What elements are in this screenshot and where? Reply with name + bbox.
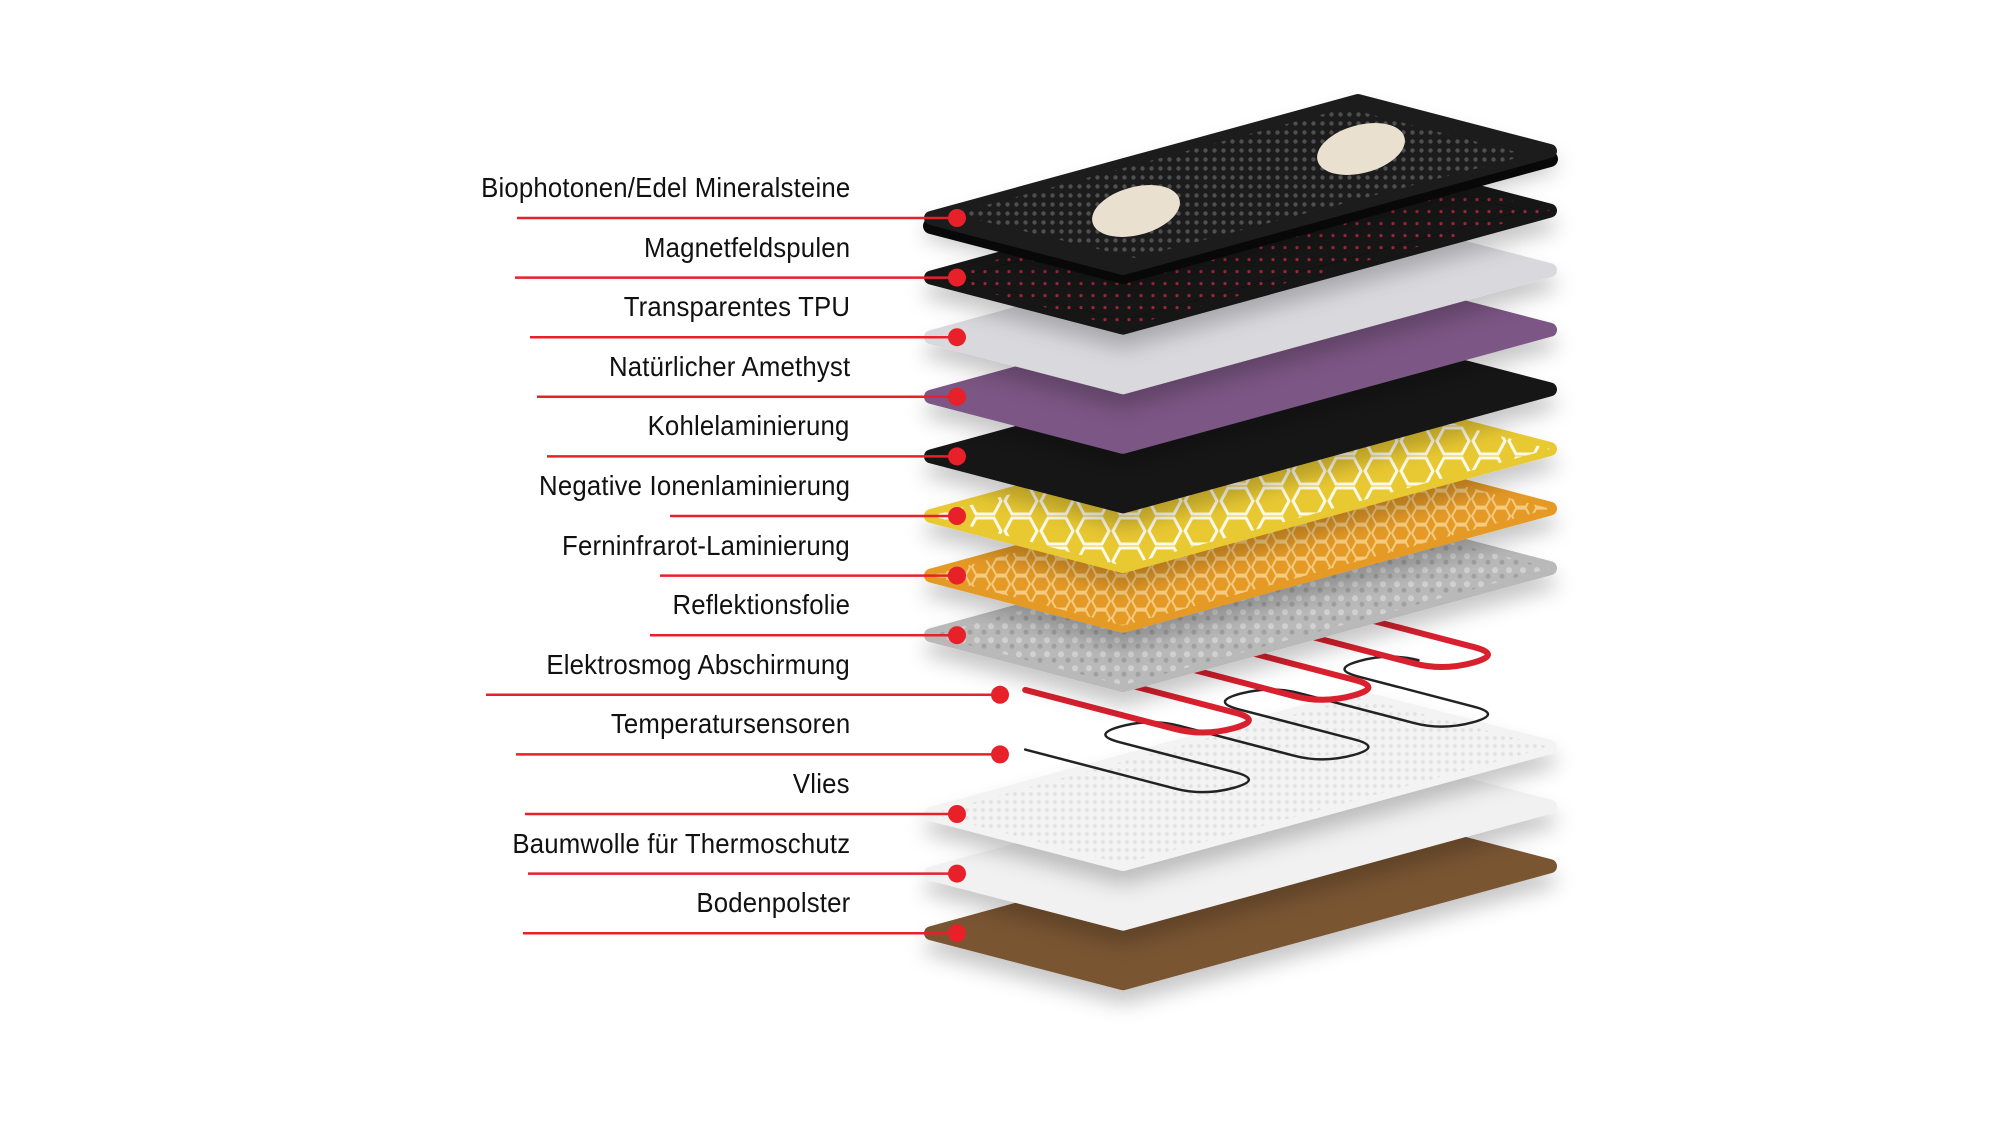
leader-dot xyxy=(991,745,1009,764)
layer-label: Ferninfrarot-Laminierung xyxy=(562,529,850,561)
leader-dot xyxy=(948,268,966,287)
mineral-cluster xyxy=(1092,185,1180,237)
layer-9 xyxy=(1025,651,1562,796)
layer-texture xyxy=(931,458,1550,626)
layer-0 xyxy=(923,94,1558,284)
layer-texture xyxy=(931,697,1550,864)
layer-texture xyxy=(931,399,1550,566)
leader-dot xyxy=(948,864,966,883)
layer-label: Elektrosmog Abschirmung xyxy=(546,648,850,680)
leader-dot xyxy=(948,626,966,645)
leader-dot xyxy=(948,328,966,347)
mineral-cluster xyxy=(1317,123,1405,175)
layer-8 xyxy=(1025,592,1562,737)
layer-label: Biophotonen/Edel Mineralsteine xyxy=(480,172,850,203)
leader-dot xyxy=(948,924,966,943)
layer-label: Temperatursensoren xyxy=(610,708,850,740)
leader-dot xyxy=(948,209,966,227)
leader-dot xyxy=(948,566,966,585)
layer-label: Transparentes TPU xyxy=(623,291,850,323)
layer-label: Negative Ionenlaminierung xyxy=(538,470,850,501)
leader-dot xyxy=(948,447,966,466)
leader-dot xyxy=(948,387,966,406)
leader-dot xyxy=(948,805,966,823)
layer-label: Bodenpolster xyxy=(695,887,850,919)
layer-label: Reflektionsfolie xyxy=(672,589,850,621)
leader-dot xyxy=(991,685,1009,704)
layer-texture xyxy=(931,518,1550,686)
layer-label: Magnetfeldspulen xyxy=(643,231,850,263)
layer-label: Kohlelaminierung xyxy=(648,410,850,442)
layer-label: Baumwolle für Thermoschutz xyxy=(512,827,850,859)
leader-dot xyxy=(948,507,966,525)
layer-label: Vlies xyxy=(793,768,850,799)
layer-label: Natürlicher Amethyst xyxy=(608,350,850,382)
